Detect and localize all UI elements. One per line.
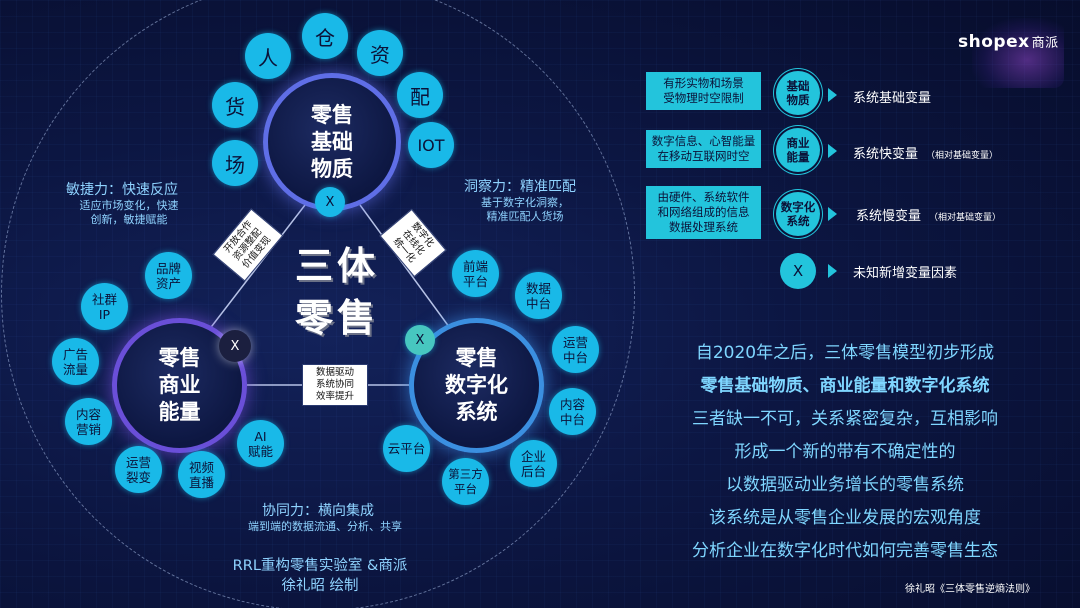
hub-retail-business-energy: 零售 商业 能量 [112,318,247,453]
legend-label-text: 系统基础变量 [853,91,932,106]
arrow-right-icon [828,88,837,102]
insight-title: 洞察力：精准匹配 [464,179,576,195]
description-line: 形成一个新的带有不确定性的 [734,442,956,462]
legend-box-digital: 由硬件、系统软件 和网络组成的信息 数据处理系统 [646,186,761,239]
insight-subtitle: 基于数字化洞察， 精准匹配人货场 [481,196,569,223]
legend-circle-x: X [780,253,816,289]
legend-circle-business: 商业 能量 [776,128,820,172]
x-marker-top: X [315,187,345,217]
left-satellite: AI 赋能 [237,420,284,467]
legend-label-business: 系统快变量 （相对基础变量） [853,143,998,162]
legend-note: （相对基础变量） [929,213,1002,223]
left-satellite: 社群 IP [81,283,128,330]
hub-right-label: 零售 数字化 系统 [445,346,508,424]
left-satellite: 视频 直播 [178,451,225,498]
top-satellite: IOT [408,122,454,168]
x-marker-right: X [405,325,435,355]
top-satellite: 人 [245,33,291,79]
top-satellite: 资 [357,30,403,76]
legend-circle-digital: 数字化 系统 [776,192,820,236]
left-satellite: 品牌 资产 [145,252,192,299]
synergy-title: 协同力：横向集成 [262,503,374,519]
connector-top-left [204,204,306,336]
legend-label-base: 系统基础变量 [853,87,931,106]
top-satellite: 仓 [302,13,348,59]
top-satellite: 场 [212,140,258,186]
synergy-subtitle: 端到端的数据流通、分析、共享 [248,520,402,533]
agility-subtitle: 适应市场变化，快速 创新，敏捷赋能 [79,199,179,226]
logo-cn: 商派 [1031,36,1059,51]
description-line: 以数据驱动业务增长的零售系统 [726,475,964,495]
legend-label-digital: 系统慢变量 （相对基础变量） [856,205,1001,224]
left-satellite: 广告 流量 [52,338,99,385]
legend-label-text: 系统快变量 [853,147,919,162]
hub-left-label: 零售 商业 能量 [158,346,201,424]
legend-label-x: 未知新增变量因素 [853,262,957,281]
right-satellite: 前端 平台 [452,250,499,297]
legend-box-base: 有形实物和场景 受物理时空限制 [646,72,761,110]
legend-note: （相对基础变量） [926,151,999,161]
right-satellite: 云平台 [383,425,430,472]
outer-dashed-ring [1,0,635,608]
legend-box-business: 数字信息、心智能量 在移动互联网时空 [646,130,761,168]
right-satellite: 企业 后台 [510,440,557,487]
logo-brand: shopex [958,32,1030,52]
right-satellite: 运营 中台 [552,326,599,373]
description-line-bold: 零售基础物质、商业能量和数字化系统 [700,376,990,396]
left-satellite: 内容 营销 [65,398,112,445]
center-title: 三体 零售 [294,244,379,340]
arrow-right-icon [828,207,837,221]
description-line: 自2020年之后，三体零售模型初步形成 [695,343,995,363]
right-satellite: 数据 中台 [515,272,562,319]
agility-title: 敏捷力：快速反应 [66,182,178,198]
credit: RRL重构零售实验室 &商派 徐礼昭 绘制 [232,558,408,594]
description-line: 三者缺一不可，关系紧密复杂，互相影响 [692,409,998,429]
hub-top-label: 零售 基础 物质 [311,102,353,181]
description-line: 该系统是从零售企业发展的宏观角度 [709,508,981,528]
top-satellite: 配 [397,72,443,118]
legend-label-text: 未知新增变量因素 [853,266,958,281]
tag-data-driven: 数据驱动 系统协同 效率提升 [302,364,368,406]
legend-label-text: 系统慢变量 [856,209,922,224]
footer-source: 徐礼昭《三体零售逆熵法则》 [905,584,1035,595]
right-satellite: 内容 中台 [549,388,596,435]
legend-circle-base: 基础 物质 [776,71,820,115]
top-satellite: 货 [212,82,258,128]
x-marker-left: X [219,330,251,362]
right-satellite: 第三方 平台 [442,458,489,505]
arrow-right-icon [828,264,837,278]
arrow-right-icon [828,144,837,158]
left-satellite: 运营 裂变 [115,446,162,493]
description-line: 分析企业在数字化时代如何完善零售生态 [692,541,998,561]
logo-glow [972,18,1064,88]
